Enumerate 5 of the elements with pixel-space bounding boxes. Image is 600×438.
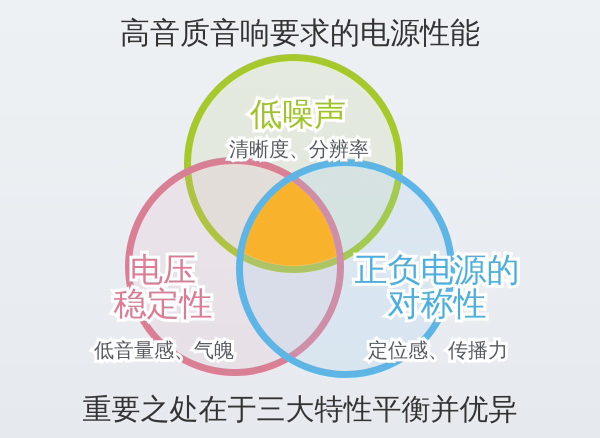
overlap-region <box>244 180 336 266</box>
keywords-text: 清晰度、分辨率 <box>229 137 369 161</box>
heading-text: 低噪声 <box>249 96 347 132</box>
caption: 重要之处在于三大特性平衡并优异 <box>82 392 518 426</box>
title: 高音质音响要求的电源性能 <box>120 17 480 51</box>
